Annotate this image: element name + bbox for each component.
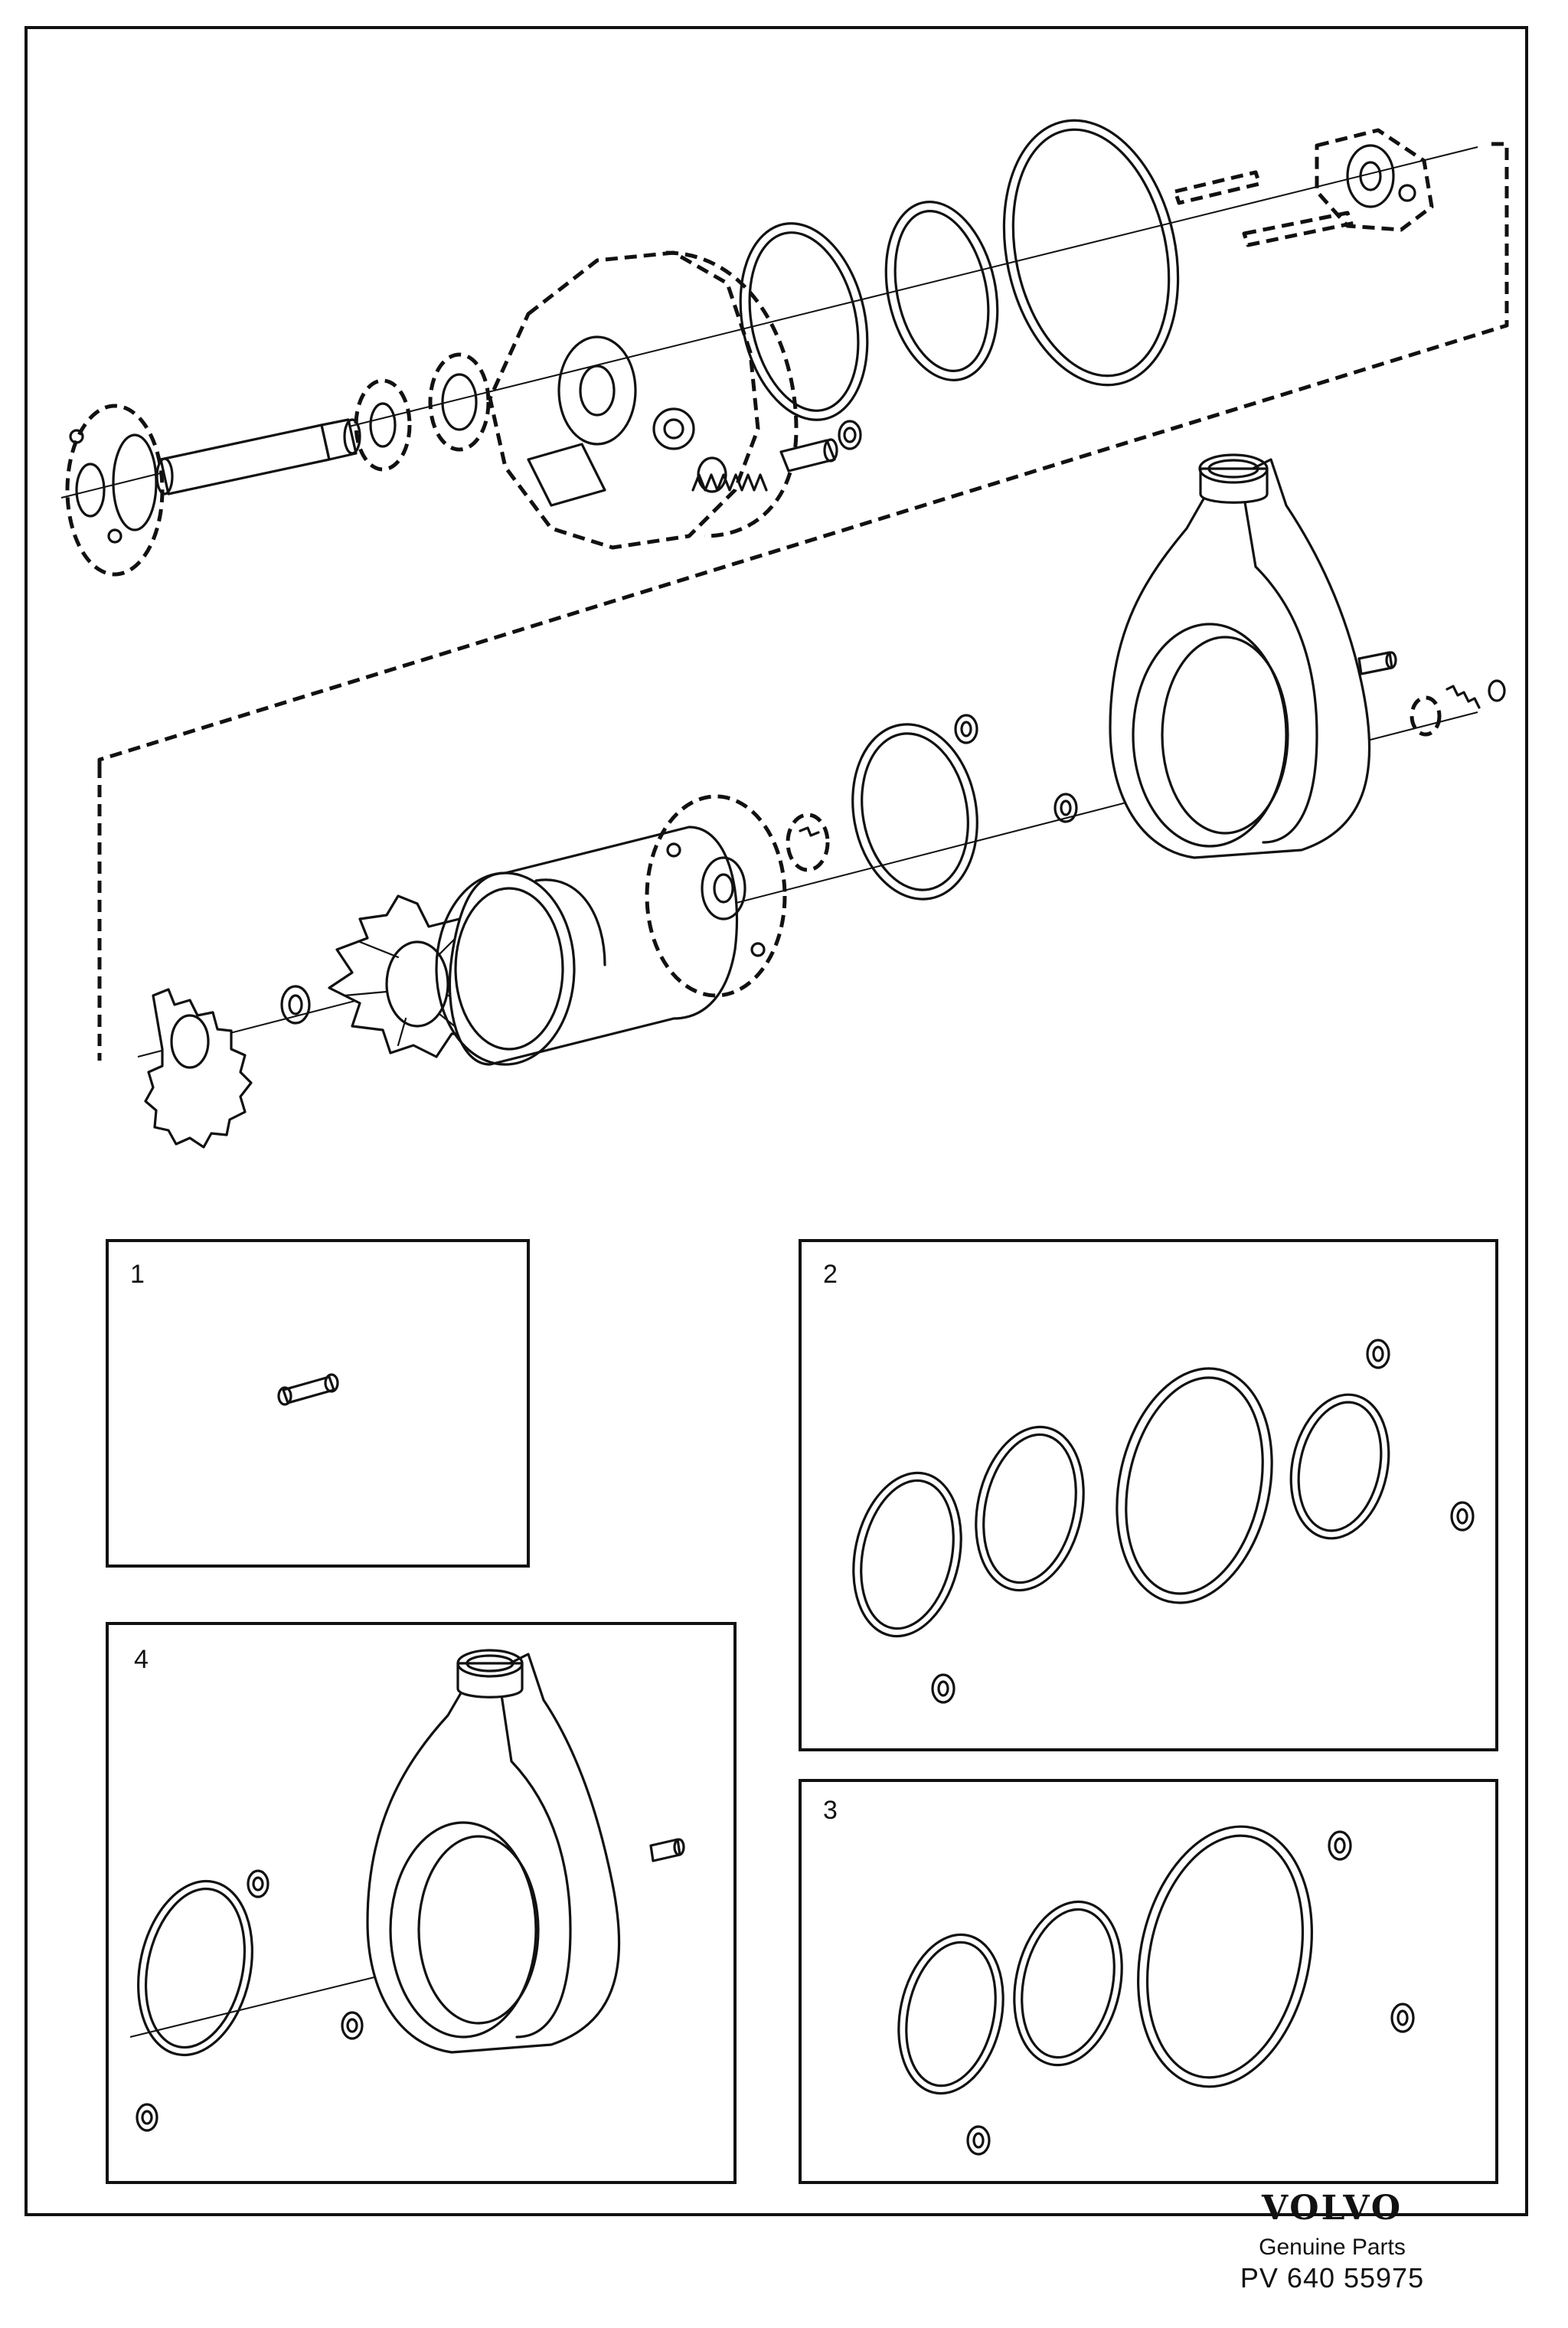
end-fitting <box>1410 679 1506 737</box>
relief-valve <box>691 420 862 492</box>
lower-exploded-group <box>97 453 1506 1149</box>
drive-flange <box>65 404 165 577</box>
brand-tagline: Genuine Parts <box>1259 2235 1406 2260</box>
reservoir-housing <box>1109 453 1397 859</box>
kit-box-3 <box>799 1779 1498 2184</box>
seal-ring <box>851 723 978 901</box>
kit-box-1-label: 1 <box>130 1260 145 1289</box>
part-code: PV 640 55975 <box>1240 2262 1425 2294</box>
drive-gear <box>144 988 253 1149</box>
kit-box-2 <box>799 1239 1498 1751</box>
brand-logo: VOLVO <box>1261 2189 1403 2228</box>
kit-box-1 <box>106 1239 530 1568</box>
outer-frame <box>24 26 1528 2216</box>
kit-box-4-label: 4 <box>134 1645 149 1674</box>
check-valve <box>786 813 830 872</box>
kit-box-4 <box>106 1622 737 2184</box>
upper-exploded-group <box>60 119 1509 766</box>
kit-box-3-label: 3 <box>823 1796 838 1825</box>
bushing <box>428 352 491 452</box>
o-ring-small <box>739 222 869 421</box>
dowel-pins <box>1173 170 1354 247</box>
pressure-plate <box>645 794 787 998</box>
shaft-seal <box>354 378 412 472</box>
small-o-ring-a <box>954 714 978 744</box>
o-ring-medium <box>884 201 999 381</box>
rear-flange <box>1315 128 1434 232</box>
circlip <box>280 985 311 1025</box>
front-housing <box>488 250 799 550</box>
cam-ring <box>435 826 739 1066</box>
kit-box-2-label: 2 <box>823 1260 838 1289</box>
pump-shaft <box>155 418 361 495</box>
small-o-ring-b <box>1054 793 1078 823</box>
o-ring-large <box>1002 119 1180 387</box>
